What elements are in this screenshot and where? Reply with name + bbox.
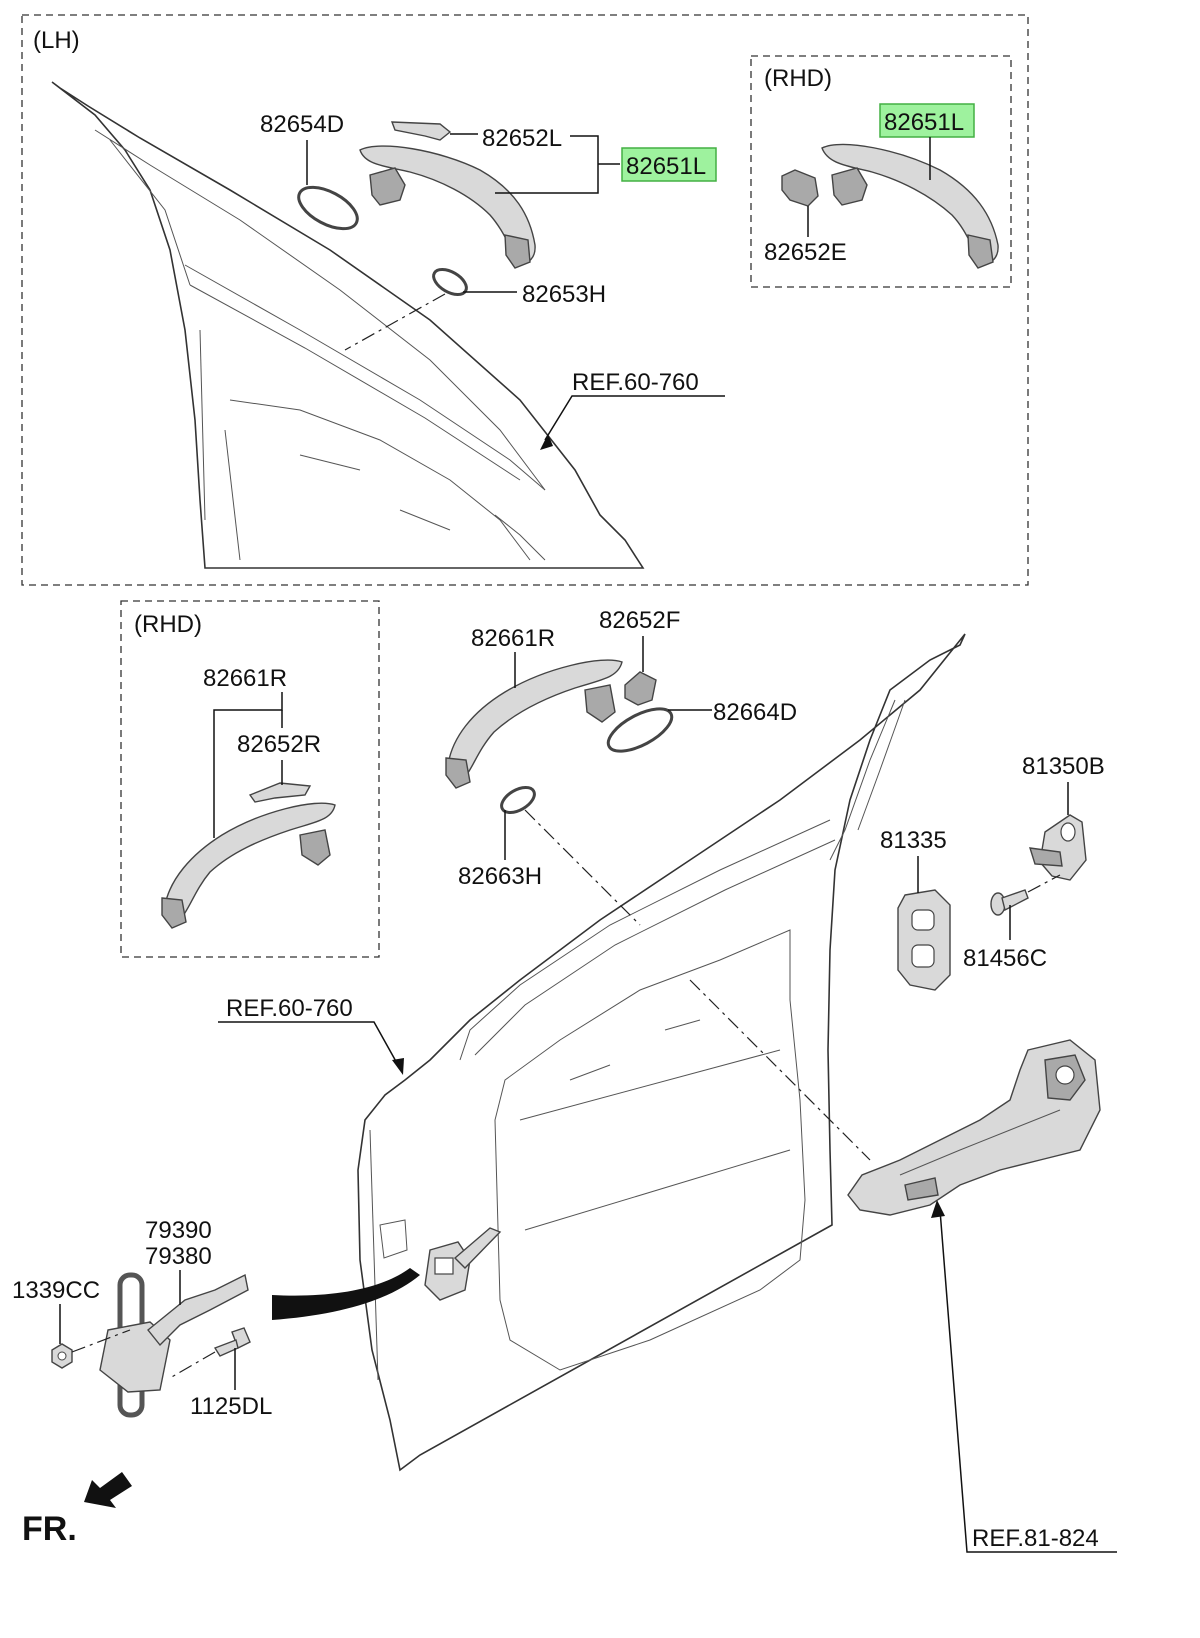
door-hinge — [99, 1272, 249, 1418]
screw-81456C — [990, 889, 1029, 916]
rhd-handle-82661R — [161, 802, 336, 929]
label-ref-81-824: REF.81-824 — [972, 1525, 1099, 1552]
lh-cover-82652L — [390, 121, 452, 141]
label-82653H: 82653H — [522, 281, 606, 308]
front-direction-arrow — [84, 1472, 132, 1508]
lh-handle-82651L — [359, 145, 536, 269]
lh-gasket-82653H — [432, 268, 468, 296]
label-1339CC: 1339CC — [12, 1277, 100, 1304]
rhd-left-section-title: (RHD) — [134, 611, 202, 638]
label-81456C: 81456C — [963, 945, 1047, 972]
label-82652E: 82652E — [764, 239, 847, 266]
shim-81335 — [897, 889, 951, 991]
highlight-82651L-lh — [621, 147, 717, 182]
cap-82652F — [624, 671, 657, 706]
label-82664D: 82664D — [713, 699, 797, 726]
rhd-top-section-box — [750, 55, 1012, 288]
label-82661R: 82661R — [471, 625, 555, 652]
handle-82661R — [445, 659, 623, 789]
striker-81350B — [1029, 814, 1087, 881]
label-81350B: 81350B — [1022, 753, 1105, 780]
nut-1339CC — [51, 1343, 73, 1369]
front-direction-label: FR. — [22, 1510, 77, 1548]
label-79380: 79380 — [145, 1243, 212, 1270]
rhd-left-section-box — [120, 600, 380, 958]
label-82652L: 82652L — [482, 125, 562, 152]
label-82661R-rhd: 82661R — [203, 665, 287, 692]
label-82663H: 82663H — [458, 863, 542, 890]
rhd-top-section-title: (RHD) — [764, 65, 832, 92]
checker-arrow — [272, 1268, 420, 1320]
label-82651L-rhd: 82651L — [884, 109, 964, 136]
rhd-cover-82652R — [248, 782, 312, 803]
rhd-cap-82652E — [781, 169, 819, 207]
lh-section-box — [21, 14, 1029, 586]
door-latch-assembly — [847, 1039, 1101, 1216]
lh-section-title: (LH) — [33, 27, 80, 54]
lh-door-outline — [51, 81, 645, 569]
label-ref-60-760-mid: REF.60-760 — [226, 995, 353, 1022]
rhd-handle-82651L — [821, 143, 999, 269]
main-door-outline — [357, 633, 966, 1472]
label-82654D: 82654D — [260, 111, 344, 138]
label-82652F: 82652F — [599, 607, 680, 634]
label-82651L-lh: 82651L — [626, 153, 706, 180]
gasket-82663H — [500, 786, 536, 814]
gasket-82664D — [606, 707, 674, 753]
label-ref-60-760-top: REF.60-760 — [572, 369, 699, 396]
door-checker-79380 — [424, 1227, 502, 1301]
label-79390: 79390 — [145, 1217, 212, 1244]
bolt-1125DL — [213, 1327, 251, 1357]
label-81335: 81335 — [880, 827, 947, 854]
label-82652R: 82652R — [237, 731, 321, 758]
highlight-82651L-rhd — [879, 103, 975, 138]
label-1125DL: 1125DL — [190, 1393, 272, 1420]
lh-gasket-82654D — [297, 185, 359, 231]
